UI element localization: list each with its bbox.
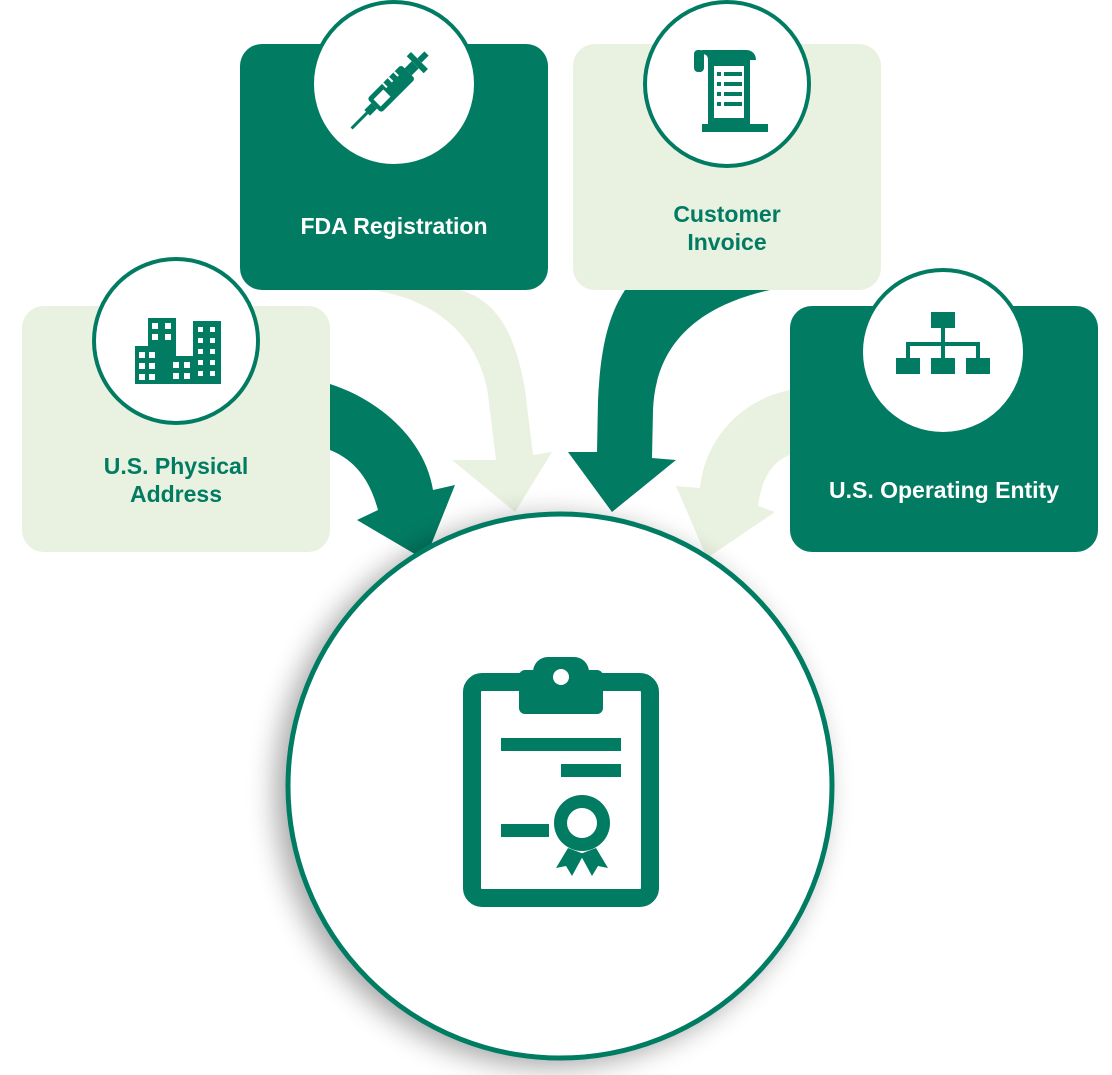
card-label-entity: U.S. Operating Entity — [790, 470, 1098, 510]
fda-label: FDA Registration — [300, 213, 488, 239]
syringe-icon — [350, 51, 429, 130]
card-label-address: U.S. Physical Address — [22, 448, 330, 512]
org-chart-icon — [896, 312, 990, 374]
arrow-fda — [372, 290, 552, 512]
arrow-entity — [676, 390, 790, 558]
address-label-line2: Address — [129, 481, 223, 507]
buildings-icon — [135, 318, 221, 384]
address-label-line1: U.S. Physical — [103, 453, 249, 479]
invoice-label-line2: Invoice — [687, 229, 767, 255]
invoice-label-line1: Customer — [673, 201, 781, 227]
arrow-invoice — [568, 290, 770, 512]
card-label-invoice: Customer Invoice — [573, 196, 881, 260]
receipt-scroll-icon — [694, 50, 768, 132]
entity-label: U.S. Operating Entity — [828, 477, 1060, 503]
arrow-address — [330, 384, 455, 560]
center-circle — [285, 511, 835, 1061]
clipboard-certificate-icon — [463, 657, 659, 907]
card-label-fda: FDA Registration — [240, 206, 548, 246]
